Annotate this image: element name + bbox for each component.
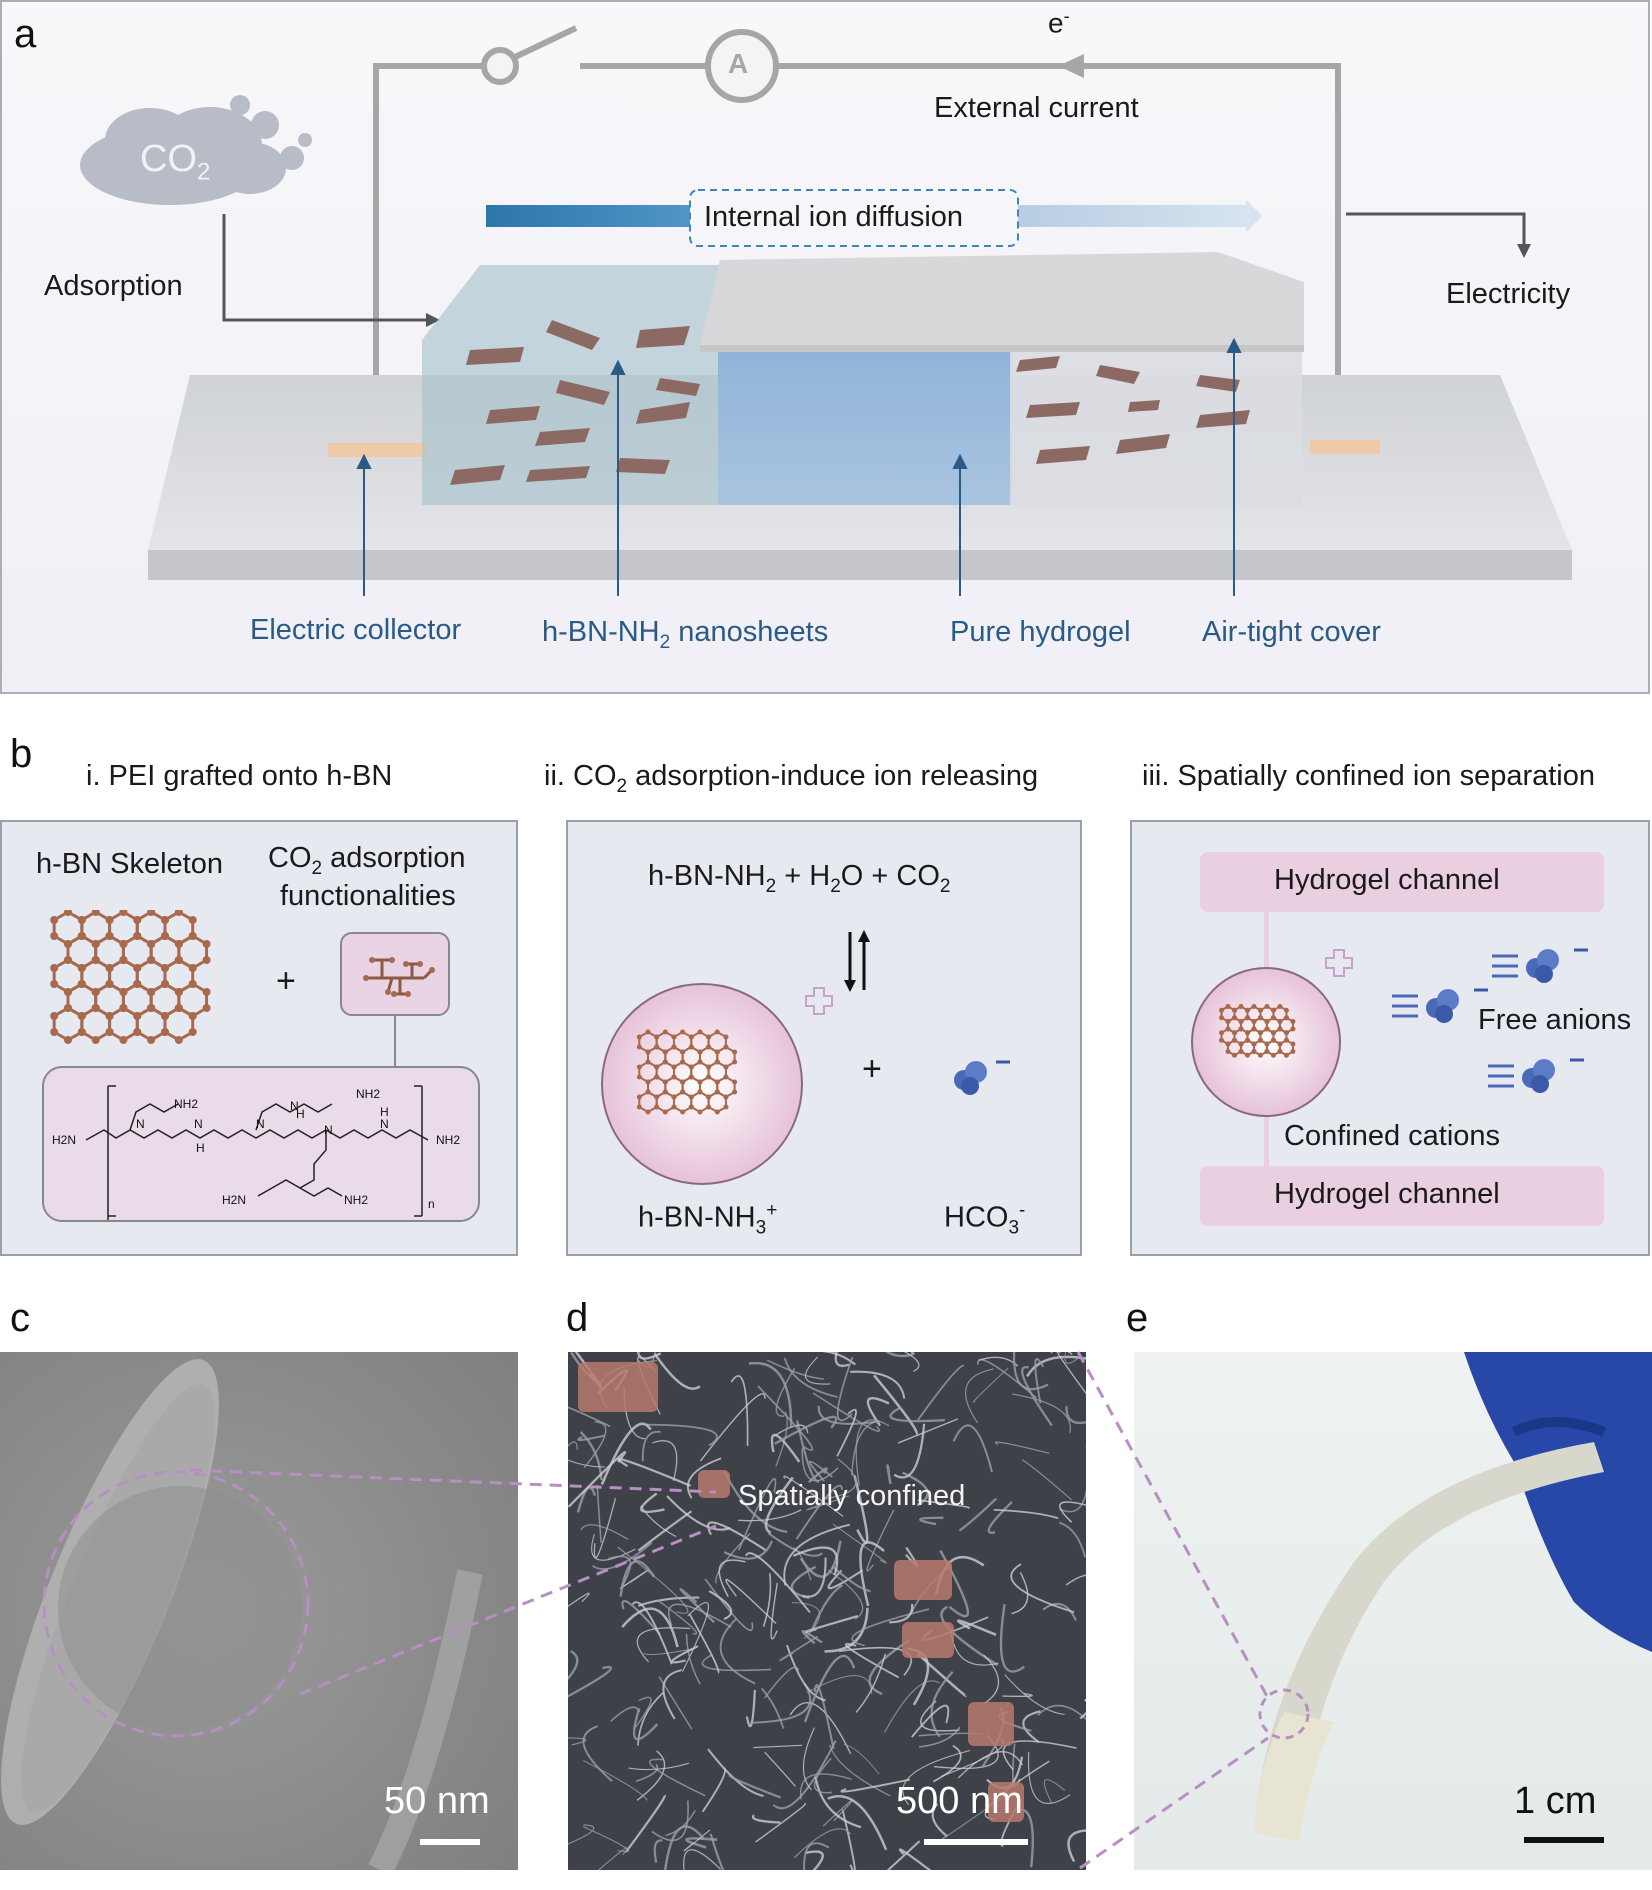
pei-connector-line xyxy=(394,1016,396,1086)
co2-cloud-icon xyxy=(80,95,312,205)
panel-d-scale-label: 500 nm xyxy=(896,1780,1023,1822)
reaction-equation: h-BN-NH2 + H2O + CO2 xyxy=(648,860,951,897)
co2-cloud-label: CO2 xyxy=(140,138,211,186)
panel-b-title-i: i. PEI grafted onto h-BN xyxy=(86,760,393,792)
ion-diffusion-label-box xyxy=(689,189,1019,247)
callout-lines xyxy=(356,337,1242,596)
air-tight-cover-label: Air-tight cover xyxy=(1202,616,1381,648)
plus-charge-icon xyxy=(805,987,833,1015)
pei-branch-icon xyxy=(363,957,435,997)
equilibrium-arrows-icon xyxy=(844,930,870,992)
panel-b-ii-box: h-BN-NH2 + H2O + CO2 + h-BN-NH3+ HCO3- xyxy=(566,820,1082,1256)
panel-b-title-ii: ii. CO2 adsorption-induce ion releasing xyxy=(544,760,1039,797)
internal-ion-diffusion-label: Internal ion diffusion xyxy=(704,201,964,233)
panel-e-photo: 1 cm xyxy=(1134,1352,1652,1870)
pei-label: NH2 xyxy=(344,1193,368,1207)
pei-label: H2N xyxy=(222,1193,246,1207)
pei-label: NH2 xyxy=(356,1087,380,1101)
pei-label: NH2 xyxy=(436,1133,460,1147)
panel-a: a e- A External current CO2 Adsorption I… xyxy=(0,0,1652,700)
panel-e-scale-label: 1 cm xyxy=(1514,1780,1597,1822)
free-anions-label: Free anions xyxy=(1478,1004,1632,1036)
photo-zoom-circle xyxy=(1258,1688,1310,1740)
hbn-lattice-icon xyxy=(50,910,211,1044)
panel-letter-d: d xyxy=(566,1296,589,1340)
plus-sign: + xyxy=(862,1050,882,1088)
pure-hydrogel-block xyxy=(718,345,1012,505)
functionalities-label: functionalities xyxy=(280,880,456,912)
hydrogel-channel-top xyxy=(1200,852,1604,912)
glove-icon xyxy=(1464,1352,1652,1652)
panel-c-scale-label: 50 nm xyxy=(384,1780,490,1822)
external-current-label: External current xyxy=(934,92,1139,124)
pei-label: H xyxy=(196,1141,205,1155)
electricity-label: Electricity xyxy=(1446,278,1571,310)
right-collector xyxy=(1310,440,1380,454)
pei-label: N xyxy=(136,1117,145,1131)
pure-hydrogel-label: Pure hydrogel xyxy=(950,616,1131,648)
panel-letter-b: b xyxy=(10,732,33,776)
nanosheet-flakes xyxy=(450,320,1250,485)
pei-label: N xyxy=(194,1117,203,1131)
ammeter-label: A xyxy=(728,48,749,79)
panel-b-i-box: h-BN Skeleton CO2 adsorption functionali… xyxy=(0,820,518,1256)
pei-label: H2N xyxy=(52,1133,76,1147)
adsorption-arrow xyxy=(222,214,430,322)
pei-label: N xyxy=(256,1117,265,1131)
hbn-skeleton-label: h-BN Skeleton xyxy=(36,848,223,880)
panel-letter-a: a xyxy=(14,12,37,56)
tem-nanosheet-drawing xyxy=(1,1359,483,1870)
confined-cations-label: Confined cations xyxy=(1284,1120,1501,1152)
device-illustration xyxy=(80,25,1572,596)
cation-sphere xyxy=(601,983,803,1185)
confined-cation-sphere xyxy=(1191,967,1341,1117)
free-anion-icon xyxy=(1492,948,1588,983)
free-anion-icon xyxy=(1488,1058,1584,1093)
right-gel-box xyxy=(1010,345,1302,505)
panel-b-iii-box: Hydrogel channel Free anions Confined ca… xyxy=(1130,820,1650,1256)
pei-label: n xyxy=(428,1197,435,1211)
panel-letter-c: c xyxy=(10,1296,30,1340)
pei-label: H xyxy=(296,1107,305,1121)
electron-label: e- xyxy=(1048,6,1070,39)
pei-structure-box: NH2 NH2 H2N N N N N N N H H H NH2 H2N NH… xyxy=(42,1066,480,1222)
circuit-wire xyxy=(373,63,1341,440)
panel-d-sem-image: Spatially confined 500 nm xyxy=(568,1352,1086,1870)
free-anion-icon xyxy=(1392,988,1488,1023)
panel-c-tem-image: 50 nm xyxy=(0,1352,518,1870)
anion-label: HCO3- xyxy=(944,1200,1026,1239)
plus-charge-icon xyxy=(1325,949,1353,977)
pei-label: N xyxy=(290,1099,299,1113)
panel-letter-e: e xyxy=(1126,1296,1149,1340)
co2-adsorption-label: CO2 adsorption xyxy=(268,842,466,879)
plus-sign: + xyxy=(276,962,296,1000)
cation-label: h-BN-NH3+ xyxy=(638,1200,778,1239)
hydrogel-channel-top-label: Hydrogel channel xyxy=(1274,864,1500,896)
left-collector xyxy=(328,443,428,457)
pei-structure-diagram: NH2 NH2 H2N N N N N N N H H H NH2 H2N NH… xyxy=(52,1085,460,1220)
pei-label: H xyxy=(380,1105,389,1119)
switch-node xyxy=(481,47,519,85)
nanosheets-label: h-BN-NH2 nanosheets xyxy=(542,616,829,653)
pei-label: NH2 xyxy=(174,1097,198,1111)
hydrogel-channel-bottom-label: Hydrogel channel xyxy=(1274,1178,1500,1210)
pei-label: N xyxy=(380,1117,389,1131)
adsorption-label: Adsorption xyxy=(44,270,183,302)
panel-b-title-iii: iii. Spatially confined ion separation xyxy=(1142,760,1595,792)
switch-lever xyxy=(511,25,578,61)
sem-network-drawing xyxy=(568,1352,1086,1870)
bicarbonate-icon xyxy=(954,1060,1010,1095)
air-tight-cover xyxy=(700,252,1304,348)
electron-arrow-icon xyxy=(1058,54,1084,78)
ammeter-icon xyxy=(705,29,779,103)
panel-d-annotation: Spatially confined xyxy=(738,1480,966,1512)
hydrogel-channel-bottom xyxy=(1200,1166,1604,1226)
hydrogel-photo-drawing xyxy=(1254,1352,1652,1843)
pei-label: N xyxy=(324,1123,333,1137)
ion-diffusion-arrowhead xyxy=(1246,200,1262,232)
electric-collector-label: Electric collector xyxy=(250,614,462,646)
electricity-arrow xyxy=(1346,212,1526,250)
pei-icon-box xyxy=(340,932,450,1016)
